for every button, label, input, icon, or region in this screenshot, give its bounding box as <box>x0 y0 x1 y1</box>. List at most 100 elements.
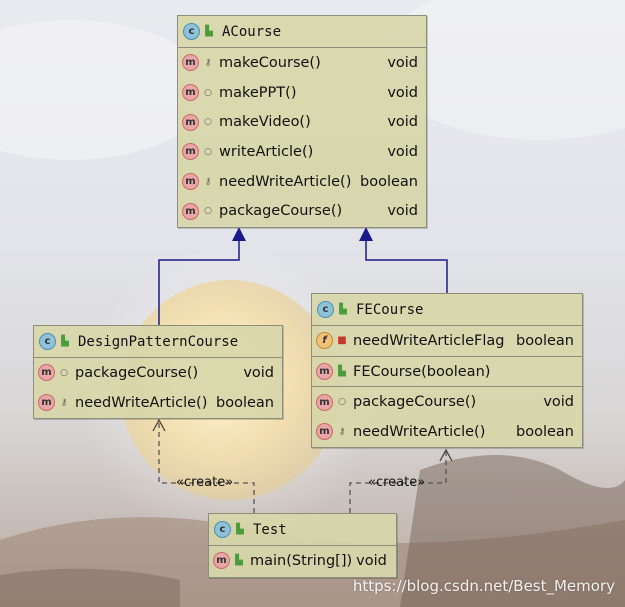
method-name: makeVideo() <box>219 114 311 131</box>
method-icon: m <box>182 84 199 102</box>
inheritance-arrowhead-left <box>232 227 246 241</box>
visibility-public-icon: ▙ <box>338 366 346 378</box>
method-type: boolean <box>516 423 574 440</box>
inheritance-line-fe-course <box>365 238 448 293</box>
method-type: void <box>356 552 387 569</box>
method-icon: m <box>38 394 55 412</box>
method-icon: m <box>316 363 333 381</box>
method-row[interactable]: m ○ makeVideo() void <box>178 107 426 137</box>
visibility-package-icon: ○ <box>204 87 212 98</box>
method-type: void <box>243 364 274 381</box>
static-method-icon: m <box>213 552 230 570</box>
method-type: void <box>387 143 418 160</box>
visibility-public-icon: ▙ <box>235 555 243 567</box>
class-header: c ▙ Test <box>209 514 396 546</box>
inheritance-arrowhead-right <box>359 227 373 241</box>
class-box-acourse[interactable]: c ▙ ACourse m ⚷ makeCourse() void m ○ ma… <box>177 15 427 228</box>
class-icon: c <box>214 521 231 538</box>
method-icon: m <box>38 364 55 382</box>
method-type: void <box>387 54 418 71</box>
visibility-public-icon: ▙ <box>61 336 69 347</box>
class-header: c ▙ ACourse <box>178 16 426 48</box>
method-icon: m <box>182 202 199 220</box>
method-section: m ⚷ makeCourse() void m ○ makePPT() void… <box>178 48 426 226</box>
visibility-protected-icon: ⚷ <box>204 57 212 68</box>
field-icon: f <box>316 332 333 350</box>
class-icon: c <box>183 23 200 40</box>
class-header: c ▙ DesignPatternCourse <box>34 326 282 358</box>
method-type: void <box>387 114 418 131</box>
class-icon: c <box>39 333 56 350</box>
method-row[interactable]: m ▙ main(String[]) void <box>209 546 396 576</box>
constructor-section: m ▙ FECourse(boolean) <box>312 357 582 388</box>
method-name: packageCourse() <box>353 394 477 411</box>
create-label-right: «create» <box>368 475 426 490</box>
method-row[interactable]: m ○ makePPT() void <box>178 78 426 108</box>
visibility-package-icon: ○ <box>204 206 212 217</box>
field-row[interactable]: f ■ needWriteArticleFlag boolean <box>312 326 582 356</box>
method-row[interactable]: m ⚷ needWriteArticle() boolean <box>34 388 282 418</box>
visibility-protected-icon: ⚷ <box>60 397 68 408</box>
method-row[interactable]: m ⚷ needWriteArticle() boolean <box>178 167 426 197</box>
visibility-public-icon: ▙ <box>339 304 347 315</box>
field-type: boolean <box>516 332 574 349</box>
method-type: void <box>543 394 574 411</box>
constructor-name: FECourse(boolean) <box>353 363 491 380</box>
method-name: makeCourse() <box>219 54 321 71</box>
class-box-fe-course[interactable]: c ▙ FECourse f ■ needWriteArticleFlag bo… <box>311 293 583 448</box>
method-icon: m <box>182 143 199 161</box>
method-section: m ○ packageCourse() void m ⚷ needWriteAr… <box>34 358 282 417</box>
method-icon: m <box>316 423 333 441</box>
visibility-package-icon: ○ <box>204 117 212 128</box>
method-name: needWriteArticle() <box>219 173 352 190</box>
method-section: m ▙ main(String[]) void <box>209 546 396 576</box>
class-icon: c <box>317 301 334 318</box>
class-box-design-pattern-course[interactable]: c ▙ DesignPatternCourse m ○ packageCours… <box>33 325 283 419</box>
visibility-private-lock-icon: ■ <box>337 335 347 347</box>
method-icon: m <box>182 113 199 131</box>
method-icon: m <box>182 54 199 72</box>
field-section: f ■ needWriteArticleFlag boolean <box>312 326 582 357</box>
visibility-protected-icon: ⚷ <box>204 176 212 187</box>
class-name: FECourse <box>356 301 424 318</box>
class-header: c ▙ FECourse <box>312 294 582 326</box>
class-name: Test <box>253 521 287 538</box>
inheritance-line-design-pattern-course <box>158 238 240 325</box>
method-icon: m <box>182 173 199 191</box>
method-name: writeArticle() <box>219 143 314 160</box>
visibility-package-icon: ○ <box>204 146 212 157</box>
method-name: packageCourse() <box>75 364 199 381</box>
watermark-url: https://blog.csdn.net/Best_Memory <box>352 577 615 595</box>
method-name: makePPT() <box>219 84 297 101</box>
method-name: needWriteArticle() <box>353 423 486 440</box>
create-arrowhead-left <box>152 418 166 432</box>
method-row[interactable]: m ⚷ makeCourse() void <box>178 48 426 78</box>
method-row[interactable]: m ○ writeArticle() void <box>178 137 426 167</box>
constructor-row[interactable]: m ▙ FECourse(boolean) <box>312 357 582 387</box>
method-name: packageCourse() <box>219 203 343 220</box>
visibility-protected-icon: ⚷ <box>338 426 346 437</box>
create-arrowhead-right <box>439 448 453 462</box>
method-name: main(String[]) <box>250 552 353 569</box>
method-type: boolean <box>216 394 274 411</box>
method-row[interactable]: m ○ packageCourse() void <box>178 196 426 226</box>
method-type: boolean <box>360 173 418 190</box>
create-label-left: «create» <box>176 475 234 490</box>
class-name: DesignPatternCourse <box>78 333 239 350</box>
method-type: void <box>387 203 418 220</box>
method-name: needWriteArticle() <box>75 394 208 411</box>
visibility-public-icon: ▙ <box>205 26 213 37</box>
method-row[interactable]: m ⚷ needWriteArticle() boolean <box>312 417 582 447</box>
method-row[interactable]: m ○ packageCourse() void <box>34 358 282 388</box>
visibility-package-icon: ○ <box>338 397 346 408</box>
method-type: void <box>387 84 418 101</box>
class-name: ACourse <box>222 23 282 40</box>
method-row[interactable]: m ○ packageCourse() void <box>312 387 582 417</box>
create-dependency-line-left <box>158 422 255 513</box>
visibility-package-icon: ○ <box>60 367 68 378</box>
class-box-test[interactable]: c ▙ Test m ▙ main(String[]) void <box>208 513 397 578</box>
field-name: needWriteArticleFlag <box>353 332 505 349</box>
visibility-public-icon: ▙ <box>236 524 244 535</box>
method-icon: m <box>316 393 333 411</box>
